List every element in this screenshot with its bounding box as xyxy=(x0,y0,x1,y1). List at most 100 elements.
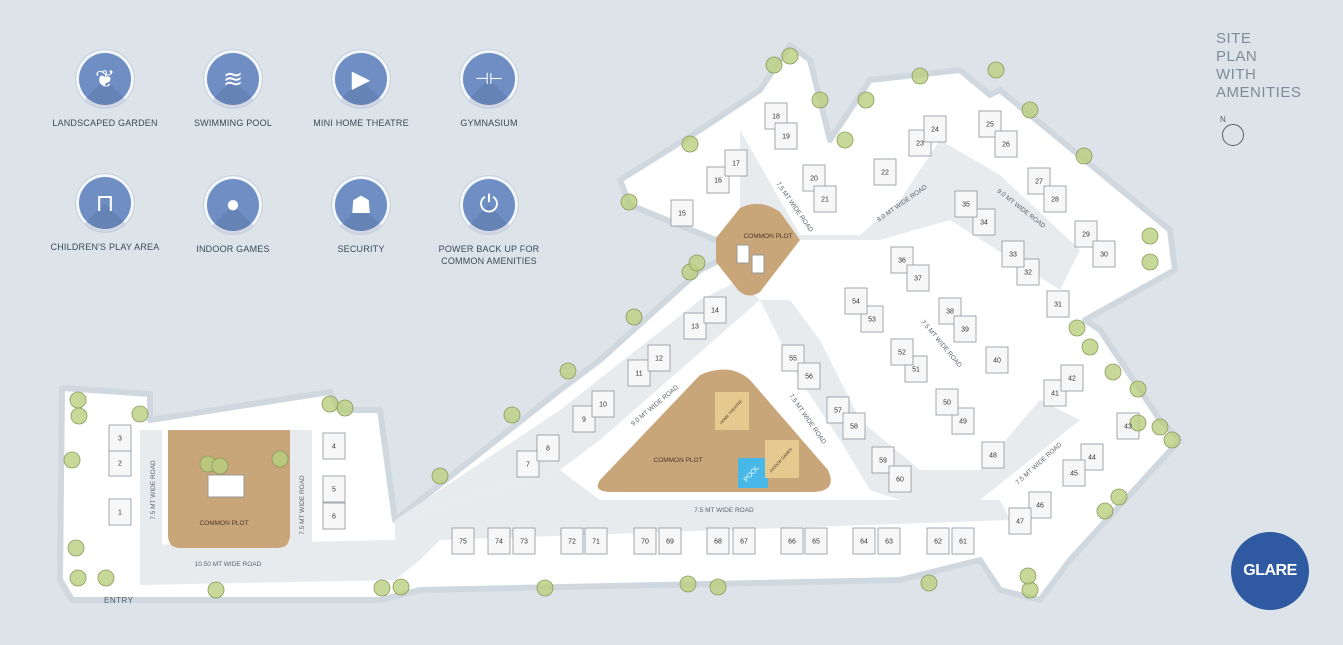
unit-number: 68 xyxy=(714,539,722,546)
tree xyxy=(1021,581,1039,599)
brand-logo: GLARE xyxy=(1231,532,1309,610)
unit-block xyxy=(633,527,657,555)
unit-block xyxy=(1074,220,1098,248)
unit-block xyxy=(647,344,671,372)
unit-number: 72 xyxy=(568,539,576,546)
title-line: PLAN xyxy=(1216,48,1258,65)
unit-number: 74 xyxy=(495,539,503,546)
amenity-label: POWER BACK UP FOR COMMON AMENITIES xyxy=(438,244,540,266)
unit-block xyxy=(951,527,975,555)
unit-block xyxy=(923,115,947,143)
tree xyxy=(69,569,87,587)
tree xyxy=(67,539,85,557)
unit-block xyxy=(724,149,748,177)
tree xyxy=(920,574,938,592)
unit-number: 65 xyxy=(812,539,820,546)
tree xyxy=(781,47,799,65)
tree xyxy=(70,407,88,425)
unit-block xyxy=(981,441,1005,469)
unit-block xyxy=(732,527,756,555)
unit-block xyxy=(584,527,608,555)
amenity-label: SECURITY xyxy=(337,244,385,254)
tree xyxy=(1151,418,1169,436)
unit-block xyxy=(1062,459,1086,487)
security-guard-icon: ☗ xyxy=(332,176,390,234)
unit-block xyxy=(560,527,584,555)
unit-number: 71 xyxy=(592,539,600,546)
unit-number: 57 xyxy=(834,408,842,415)
unit-number: 19 xyxy=(782,134,790,141)
tree xyxy=(1104,363,1122,381)
unit-block xyxy=(953,315,977,343)
title-line: AMENITIES xyxy=(1216,84,1302,101)
power-plug-icon: ⏻ xyxy=(460,176,518,234)
amenity-label: MINI HOME THEATRE xyxy=(313,118,409,128)
tree xyxy=(336,399,354,417)
unit-block xyxy=(591,390,615,418)
unit-number: 51 xyxy=(912,367,920,374)
unit-number: 46 xyxy=(1036,503,1044,510)
tree xyxy=(503,406,521,424)
unit-number: 43 xyxy=(1124,424,1132,431)
unit-block xyxy=(954,190,978,218)
unit-number: 48 xyxy=(989,453,997,460)
north-label: N xyxy=(1220,115,1226,124)
unit-number: 10 xyxy=(599,402,607,409)
unit-number: 31 xyxy=(1054,302,1062,309)
unit-block xyxy=(842,412,866,440)
unit-block xyxy=(487,527,511,555)
unit-block xyxy=(1092,240,1116,268)
amenity-security: ☗ SECURITY xyxy=(296,176,426,255)
entry-label: ENTRY xyxy=(104,596,134,605)
tree xyxy=(857,91,875,109)
tree xyxy=(1068,319,1086,337)
amenity-swimming-pool: ≋ SWIMMING POOL xyxy=(168,50,298,129)
unit-number: 27 xyxy=(1035,179,1043,186)
unit-number: 32 xyxy=(1024,270,1032,277)
tree xyxy=(321,395,339,413)
tree xyxy=(559,362,577,380)
amenity-childrens-play-area: ⊓ CHILDREN'S PLAY AREA xyxy=(40,174,170,253)
unit-block xyxy=(670,199,694,227)
tree xyxy=(1141,253,1159,271)
unit-number: 59 xyxy=(879,458,887,465)
video-camera-icon: ▶ xyxy=(332,50,390,108)
unit-block xyxy=(978,110,1002,138)
unit-number: 9 xyxy=(582,417,586,424)
unit-block xyxy=(797,362,821,390)
unit-number: 60 xyxy=(896,477,904,484)
unit-number: 70 xyxy=(641,539,649,546)
unit-block xyxy=(871,446,895,474)
unit-number: 26 xyxy=(1002,142,1010,149)
unit-number: 40 xyxy=(993,358,1001,365)
unit-block xyxy=(926,527,950,555)
unit-number: 6 xyxy=(332,514,336,521)
road-label-75-south: 7.5 MT WIDE ROAD xyxy=(694,507,754,514)
unit-number: 67 xyxy=(740,539,748,546)
unit-block xyxy=(804,527,828,555)
unit-block xyxy=(1043,379,1067,407)
unit-block xyxy=(780,527,804,555)
tree xyxy=(1081,338,1099,356)
pool xyxy=(738,458,768,488)
unit-block xyxy=(512,527,536,555)
unit-number: 12 xyxy=(655,356,663,363)
tree xyxy=(392,578,410,596)
tree xyxy=(271,450,289,468)
tree xyxy=(69,391,87,409)
unit-number: 41 xyxy=(1051,391,1059,398)
plot-structure-west xyxy=(207,474,245,498)
unit-block xyxy=(994,130,1018,158)
unit-number: 17 xyxy=(732,161,740,168)
unit-number: 50 xyxy=(943,400,951,407)
unit-block xyxy=(1043,185,1067,213)
tree xyxy=(97,569,115,587)
amenity-label: GYMNASIUM xyxy=(460,118,518,128)
amenity-label: LANDSCAPED GARDEN xyxy=(52,118,158,128)
tree xyxy=(211,457,229,475)
unit-number: 52 xyxy=(898,350,906,357)
tree xyxy=(1163,431,1181,449)
unit-number: 14 xyxy=(711,308,719,315)
unit-block xyxy=(108,424,132,452)
tree xyxy=(1129,414,1147,432)
